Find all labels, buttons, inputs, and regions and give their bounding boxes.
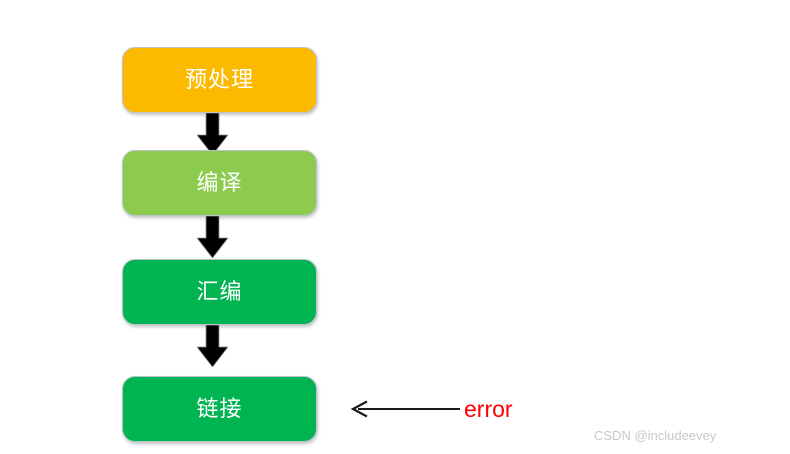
flow-node-label: 编译 [196, 170, 243, 195]
flow-arrow-preprocess-to-compile [197, 113, 228, 155]
flow-node-label: 汇编 [196, 279, 243, 304]
flow-node-compile[interactable]: 编译 [122, 150, 317, 216]
error-annotation-label: error [464, 396, 513, 422]
flow-node-link[interactable]: 链接 [122, 376, 317, 442]
down-block-arrow-icon [197, 216, 228, 258]
flow-node-label: 预处理 [184, 67, 254, 92]
flow-node-assemble[interactable]: 汇编 [122, 259, 317, 325]
flow-node-label: 链接 [196, 396, 243, 421]
flow-arrow-compile-to-assemble [197, 216, 228, 258]
error-annotation-arrow [350, 396, 460, 422]
down-block-arrow-icon [197, 325, 228, 367]
flow-arrow-assemble-to-link [197, 325, 228, 367]
left-arrow-icon [350, 400, 460, 418]
down-block-arrow-icon [197, 113, 228, 155]
watermark-text: CSDN @includeevey [594, 428, 717, 443]
flow-node-preprocess[interactable]: 预处理 [122, 47, 317, 113]
